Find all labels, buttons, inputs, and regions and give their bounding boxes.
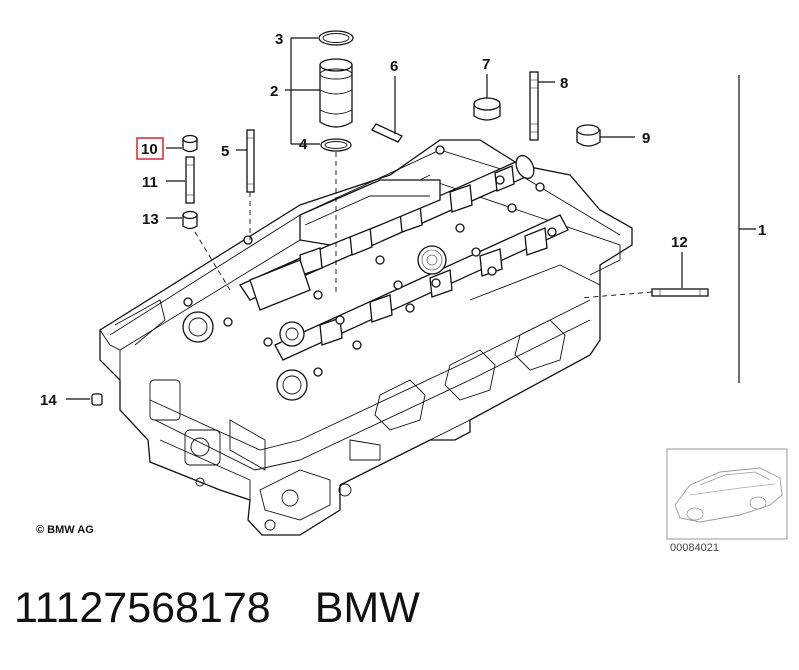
vanos-units bbox=[182, 179, 441, 401]
callout-8: 8 bbox=[560, 75, 568, 92]
callout-1: 1 bbox=[758, 222, 766, 239]
cam-gear bbox=[417, 245, 447, 275]
part-10-nut bbox=[182, 134, 198, 153]
diagram-reference-number: 00084021 bbox=[670, 542, 719, 554]
callout-2: 2 bbox=[270, 83, 278, 100]
highlight-box-10 bbox=[136, 137, 164, 160]
part-3-o-ring bbox=[318, 30, 354, 46]
part-14-plug bbox=[91, 393, 103, 406]
callout-6: 6 bbox=[390, 58, 398, 75]
callout-10: 10 bbox=[141, 141, 158, 158]
part-caption: 11127568178 BMW bbox=[14, 584, 420, 633]
part-9-plug bbox=[576, 124, 601, 147]
callout-4: 4 bbox=[299, 136, 308, 153]
cylinder-head-drawing bbox=[99, 139, 633, 536]
part-6-pin bbox=[371, 123, 403, 143]
callout-9: 9 bbox=[642, 130, 650, 147]
part-5-stud bbox=[246, 129, 255, 193]
callout-12: 12 bbox=[671, 234, 688, 251]
part-number: 11127568178 bbox=[14, 584, 271, 632]
callout-11: 11 bbox=[142, 174, 158, 191]
callout-3: 3 bbox=[275, 31, 283, 48]
part-2-sleeve bbox=[319, 58, 353, 128]
cam-bolts bbox=[183, 145, 557, 377]
part-7-plug bbox=[473, 97, 501, 121]
callout-14: 14 bbox=[40, 392, 57, 409]
copyright-label: © BMW AG bbox=[36, 524, 94, 536]
callout-5: 5 bbox=[221, 143, 229, 160]
camshaft-front bbox=[274, 214, 569, 361]
part-12-stud bbox=[651, 288, 709, 297]
part-13-sleeve bbox=[182, 210, 198, 230]
part-8-stud bbox=[529, 71, 539, 141]
part-11-stud bbox=[185, 156, 195, 204]
camshaft-rear bbox=[239, 154, 535, 301]
car-thumbnail-icon bbox=[666, 448, 788, 540]
part-4-o-ring bbox=[320, 138, 352, 152]
callout-leaders bbox=[66, 37, 756, 400]
callout-7: 7 bbox=[482, 56, 490, 73]
callout-13: 13 bbox=[142, 211, 159, 228]
brand-name: BMW bbox=[314, 584, 420, 632]
